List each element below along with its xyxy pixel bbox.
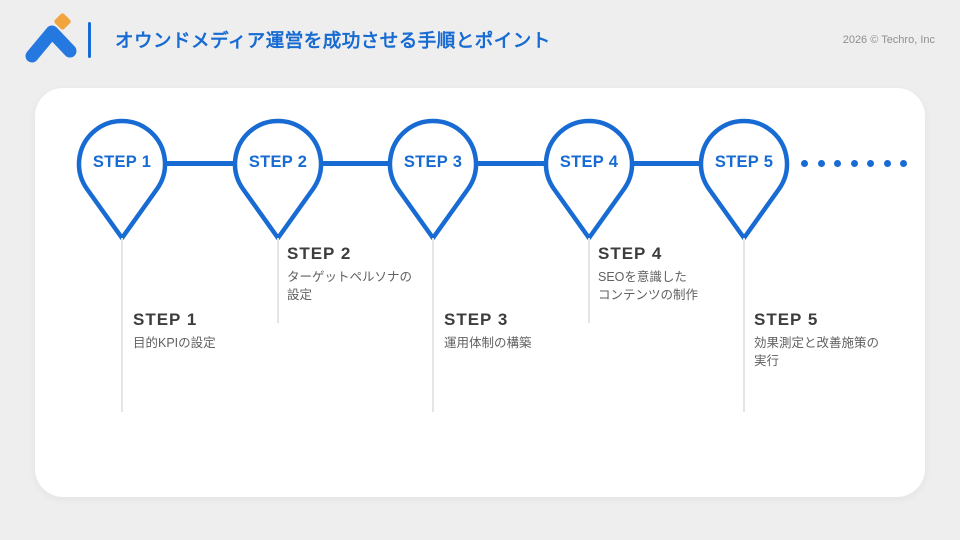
step-text-block-4: STEP 4 SEOを意識した コンテンツの制作	[598, 244, 770, 304]
header: オウンドメディア運営を成功させる手順とポイント 2026 © Techro, I…	[0, 0, 960, 88]
dot	[801, 159, 808, 167]
pin-shape	[543, 118, 635, 241]
step-heading: STEP 3	[444, 310, 509, 329]
pin-label: STEP 4	[559, 153, 619, 171]
pin-label: STEP 2	[248, 153, 308, 171]
logo-icon	[25, 13, 77, 63]
pin-label: STEP 5	[714, 153, 774, 171]
copyright-text: 2026 © Techro, Inc	[842, 34, 935, 46]
step-description: 運用体制の構築	[444, 336, 532, 350]
step-drop-line-2	[277, 238, 279, 323]
pin-shape	[232, 118, 324, 241]
step-pin-2: STEP 2	[230, 115, 326, 243]
logo-diamond-icon	[54, 13, 71, 30]
connector-line	[321, 160, 390, 166]
step-heading: STEP 1	[133, 310, 198, 329]
step-description: ターゲットペルソナの 設定	[287, 270, 413, 302]
dot	[850, 159, 858, 167]
step-drop-line-1	[121, 238, 123, 412]
pin-label: STEP 3	[403, 153, 463, 171]
page-title: オウンドメディア運営を成功させる手順とポイント	[115, 30, 551, 51]
dot	[883, 159, 891, 167]
step-heading: STEP 5	[754, 310, 819, 329]
step-text-block-5: STEP 5 効果測定と改善施策の 実行	[754, 310, 926, 370]
connector-line	[165, 160, 235, 166]
step-drop-line-5	[743, 238, 745, 412]
step-pin-1: STEP 1	[74, 115, 170, 243]
step-heading: STEP 4	[598, 244, 663, 263]
step-pin-5: STEP 5	[696, 115, 792, 243]
step-drop-line-3	[432, 238, 434, 412]
step-text-block-1: STEP 1 目的KPIの設定	[133, 310, 305, 353]
step-heading: STEP 2	[287, 244, 352, 263]
dot	[867, 159, 874, 167]
step-text-block-2: STEP 2 ターゲットペルソナの 設定	[287, 244, 459, 304]
pin-shape	[387, 118, 479, 241]
dot	[900, 159, 907, 167]
step-description: SEOを意識した コンテンツの制作	[598, 270, 699, 302]
logo-chevron-icon	[25, 25, 77, 63]
step-pin-4: STEP 4	[541, 115, 637, 243]
continuation-dots	[801, 159, 907, 167]
pin-shape	[76, 118, 168, 241]
step-drop-line-4	[588, 238, 590, 323]
content-card: STEP 1 STEP 2 STEP 3 STEP 4 STEP 5 STEP …	[35, 88, 925, 497]
connector-line	[632, 160, 701, 166]
dot	[834, 159, 841, 167]
step-description: 効果測定と改善施策の 実行	[754, 336, 880, 368]
header-divider	[88, 22, 91, 58]
step-text-block-3: STEP 3 運用体制の構築	[444, 310, 616, 353]
dot	[817, 159, 825, 167]
step-description: 目的KPIの設定	[133, 336, 216, 350]
pin-label: STEP 1	[92, 153, 152, 171]
step-pin-3: STEP 3	[385, 115, 481, 243]
pin-shape	[698, 118, 790, 241]
connector-line	[476, 160, 546, 166]
